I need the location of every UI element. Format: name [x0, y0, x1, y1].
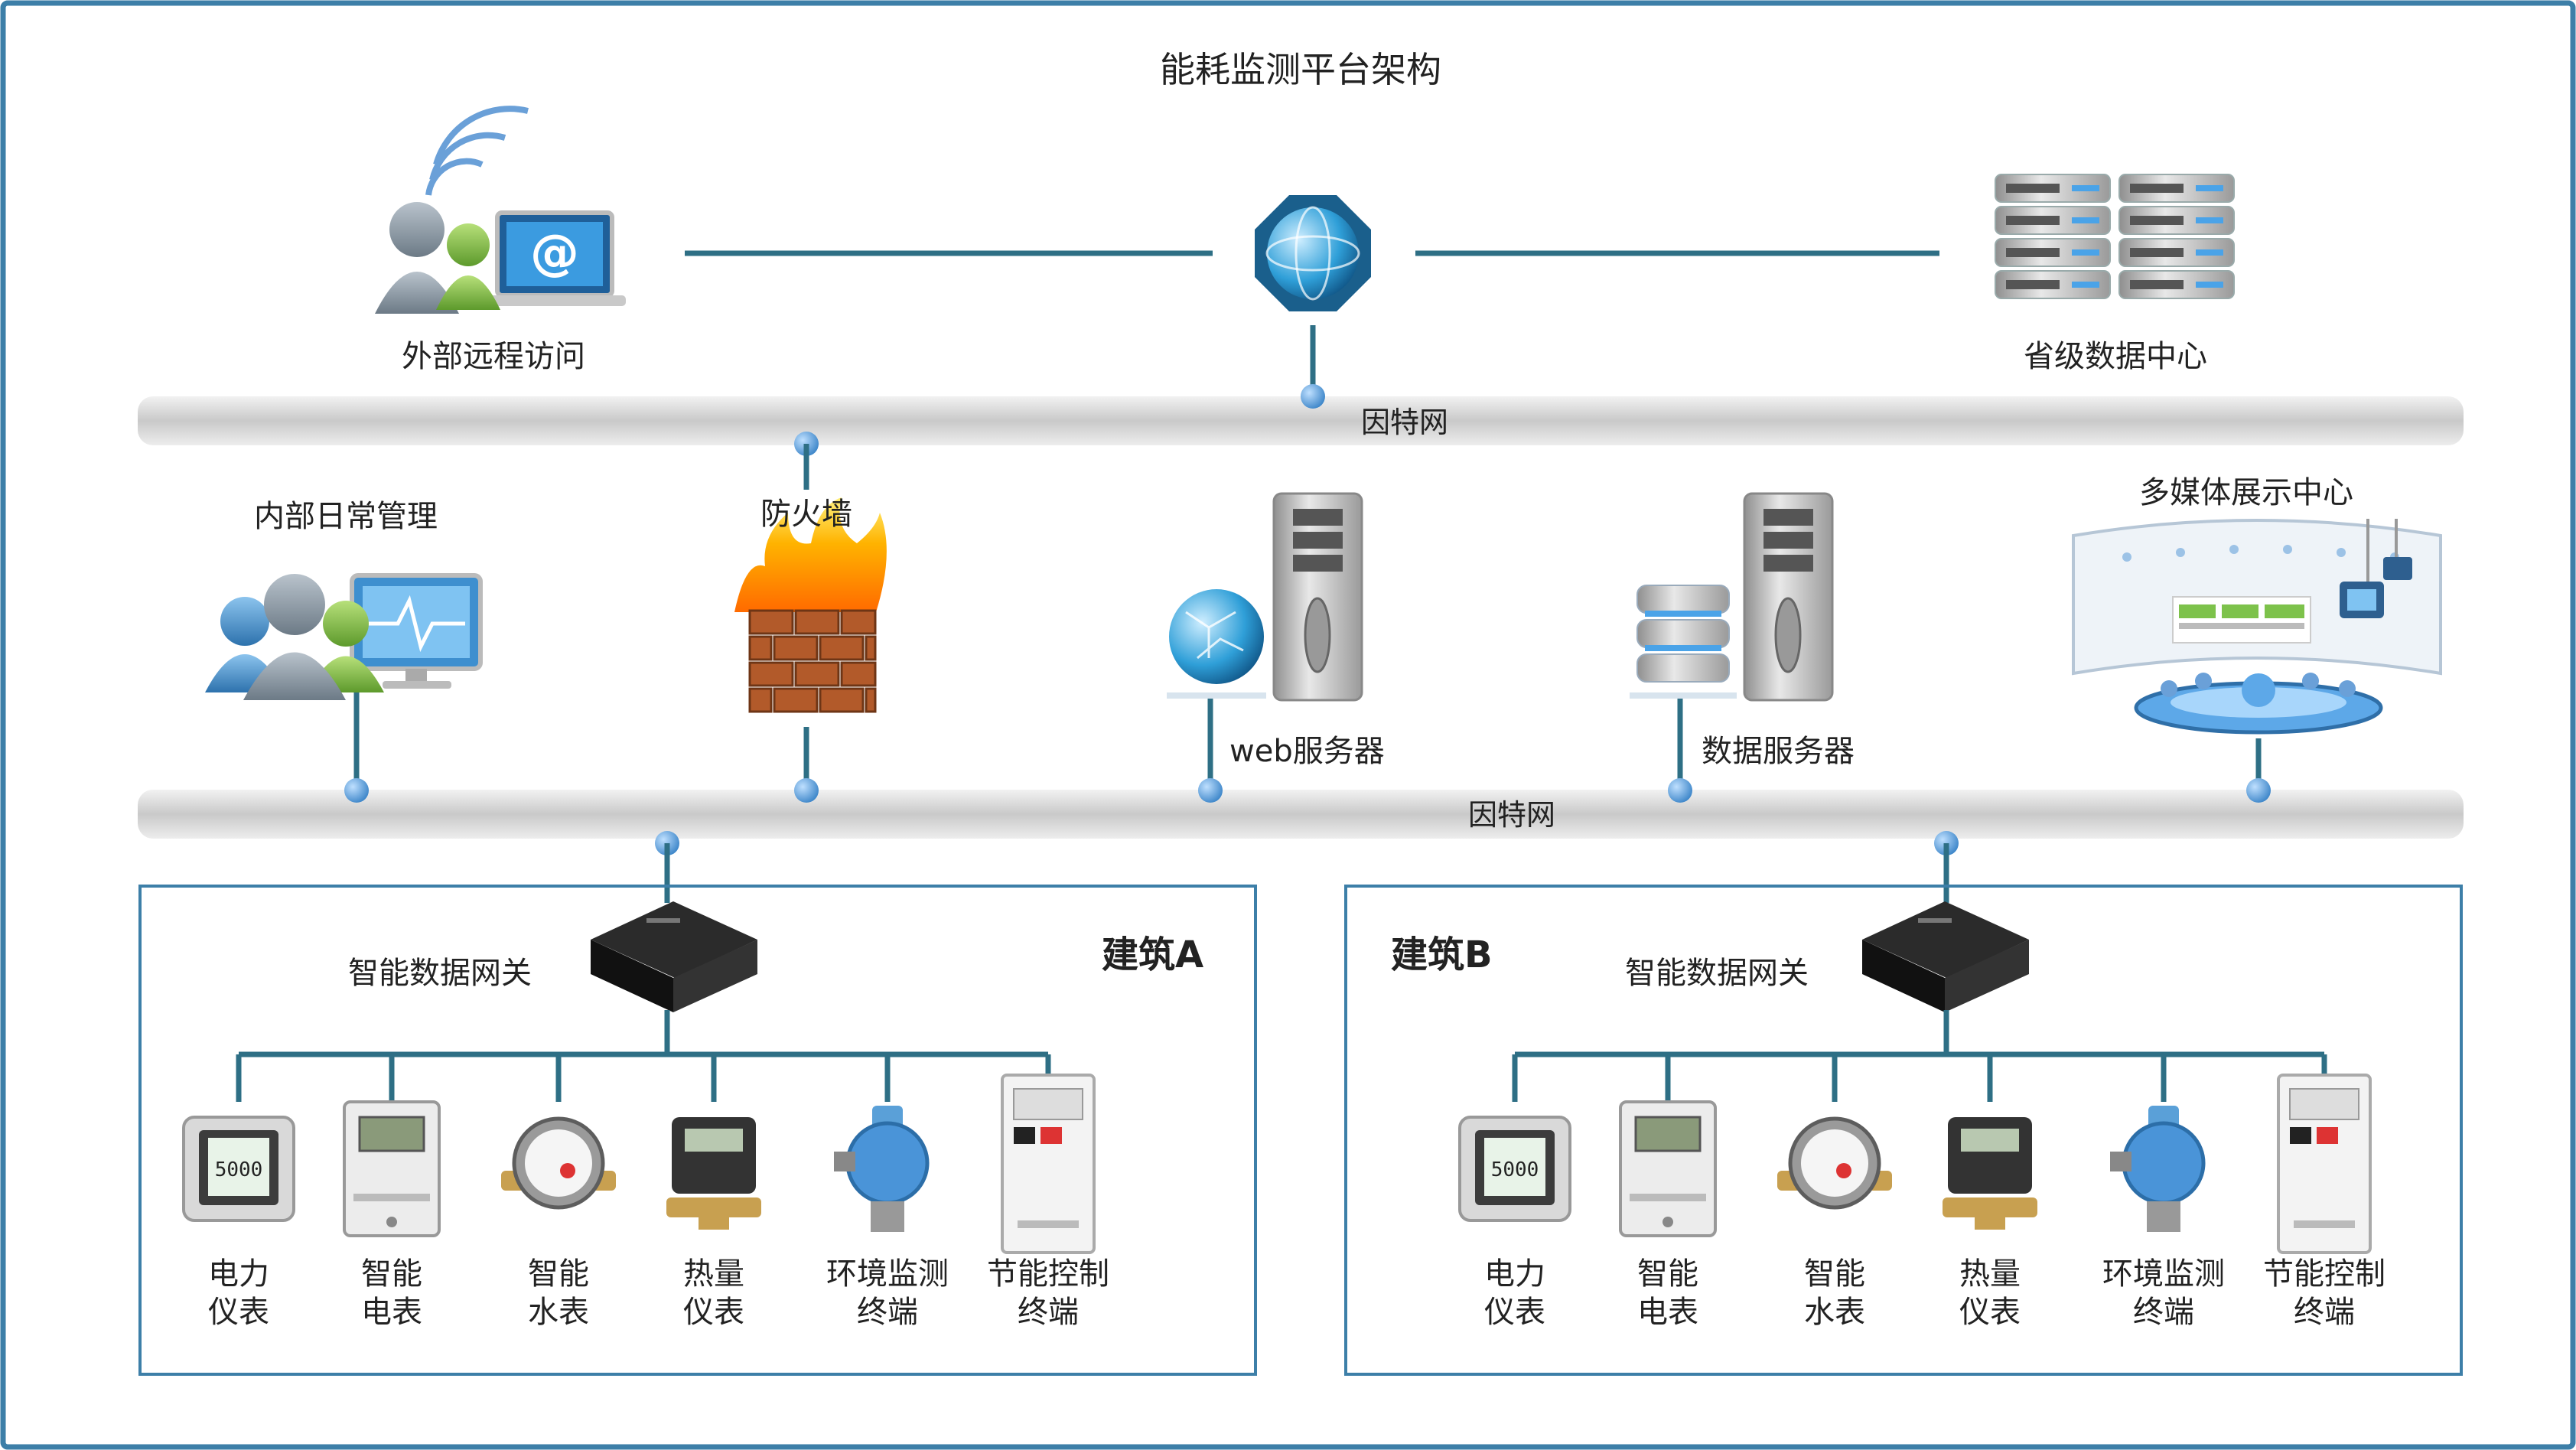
internal-users-monitor-icon: [205, 573, 483, 700]
device-label: 节能控制终端: [987, 1255, 1109, 1331]
device-label-line2: 水表: [1804, 1295, 1865, 1330]
svg-text:5000: 5000: [1491, 1158, 1539, 1181]
building-b-box: [1344, 885, 2463, 1376]
device-label-line2: 终端: [2133, 1295, 2194, 1330]
device-label-line2: 终端: [857, 1295, 918, 1330]
water-meter-icon: [1777, 1116, 1892, 1210]
data-gateway-icon: [591, 901, 757, 1012]
svg-text:@: @: [530, 225, 579, 282]
svg-text:5000: 5000: [215, 1158, 263, 1181]
internet-bus-2: [138, 790, 2464, 839]
label-multimedia: 多媒体展示中心: [2139, 475, 2353, 510]
building-b-name: 建筑B: [1391, 934, 1493, 976]
device-label-line2: 电表: [1637, 1295, 1698, 1330]
device-label: 电力仪表: [1484, 1255, 1545, 1331]
label-firewall: 防火墙: [760, 497, 852, 532]
bus2-node-multimedia: [2246, 778, 2271, 803]
device-label-line1: 热量: [683, 1256, 744, 1292]
device-label-line1: 智能: [1804, 1256, 1865, 1292]
bus2-node-web: [1198, 778, 1223, 803]
bus2-node-internal: [344, 778, 369, 803]
label-data-server: 数据服务器: [1702, 734, 1855, 769]
device-label: 智能水表: [528, 1255, 589, 1331]
device-label: 环境监测终端: [826, 1255, 949, 1331]
device-label-line2: 仪表: [208, 1295, 269, 1330]
bus2-node-firewall: [794, 778, 819, 803]
device-label-line1: 电力: [1484, 1256, 1545, 1292]
remote-users-laptop-icon: @: [375, 106, 626, 314]
device-label-line1: 电力: [208, 1256, 269, 1292]
device-label-line1: 节能控制: [2263, 1256, 2385, 1292]
device-label-line2: 电表: [361, 1295, 422, 1330]
building-a-box: [138, 885, 1257, 1376]
device-label-line2: 终端: [1018, 1295, 1079, 1330]
label-web-server: web服务器: [1229, 734, 1385, 769]
device-label: 电力仪表: [208, 1255, 269, 1331]
bus2-node-data: [1668, 778, 1692, 803]
power-meter-icon: 5000: [182, 1116, 295, 1222]
devices-layer: 5000 5000: [182, 1010, 2372, 1254]
device-label-line1: 智能: [361, 1256, 422, 1292]
device-label-line1: 节能控制: [987, 1256, 1109, 1292]
internet-bus-1: [138, 396, 2464, 445]
device-label-line1: 智能: [528, 1256, 589, 1292]
building-a-name: 建筑A: [1102, 934, 1204, 976]
device-label: 节能控制终端: [2263, 1255, 2385, 1331]
bus1-node-hub: [1301, 384, 1325, 409]
heat-meter-icon: [1943, 1117, 2037, 1230]
device-label: 热量仪表: [1959, 1255, 2021, 1331]
device-label-line1: 环境监测: [2102, 1256, 2225, 1292]
device-label: 智能电表: [361, 1255, 422, 1331]
data-server-icon: [1630, 492, 1834, 702]
device-label-line1: 环境监测: [826, 1256, 949, 1292]
control-cabinet-icon: [2277, 1074, 2372, 1254]
gateway-b-label: 智能数据网关: [1625, 956, 1809, 991]
device-label-line2: 仪表: [1484, 1295, 1545, 1330]
device-label-line2: 水表: [528, 1295, 589, 1330]
device-label: 环境监测终端: [2102, 1255, 2225, 1331]
device-label-line1: 智能: [1637, 1256, 1698, 1292]
electric-meter-icon: [343, 1100, 441, 1237]
electric-meter-icon: [1619, 1100, 1717, 1237]
multimedia-center-icon: [2072, 519, 2442, 735]
web-server-icon: [1167, 492, 1363, 702]
label-remote-access: 外部远程访问: [402, 339, 585, 374]
page-title: 能耗监测平台架构: [1160, 49, 1441, 90]
water-meter-icon: [501, 1116, 616, 1210]
heat-meter-icon: [666, 1117, 761, 1230]
firewall-icon: [734, 497, 887, 713]
device-label-line2: 仪表: [1959, 1295, 2021, 1330]
gateway-a-label: 智能数据网关: [348, 956, 532, 991]
network-hub-globe-icon: [1255, 195, 1371, 311]
label-provincial-center: 省级数据中心: [2024, 339, 2207, 374]
device-label: 智能电表: [1637, 1255, 1698, 1331]
environment-sensor-icon: [834, 1106, 930, 1232]
bus1-label: 因特网: [1360, 406, 1449, 439]
server-rack-icon: [1995, 174, 2235, 299]
power-meter-icon: 5000: [1458, 1116, 1571, 1222]
device-label: 智能水表: [1804, 1255, 1865, 1331]
device-label-line1: 热量: [1959, 1256, 2021, 1292]
bus2-label: 因特网: [1467, 798, 1556, 832]
device-label-line2: 终端: [2294, 1295, 2355, 1330]
control-cabinet-icon: [1001, 1074, 1096, 1254]
data-gateway-icon: [1862, 901, 2029, 1012]
environment-sensor-icon: [2110, 1106, 2206, 1232]
device-label: 热量仪表: [683, 1255, 744, 1331]
device-label-line2: 仪表: [683, 1295, 744, 1330]
label-internal-mgmt: 内部日常管理: [254, 499, 438, 534]
